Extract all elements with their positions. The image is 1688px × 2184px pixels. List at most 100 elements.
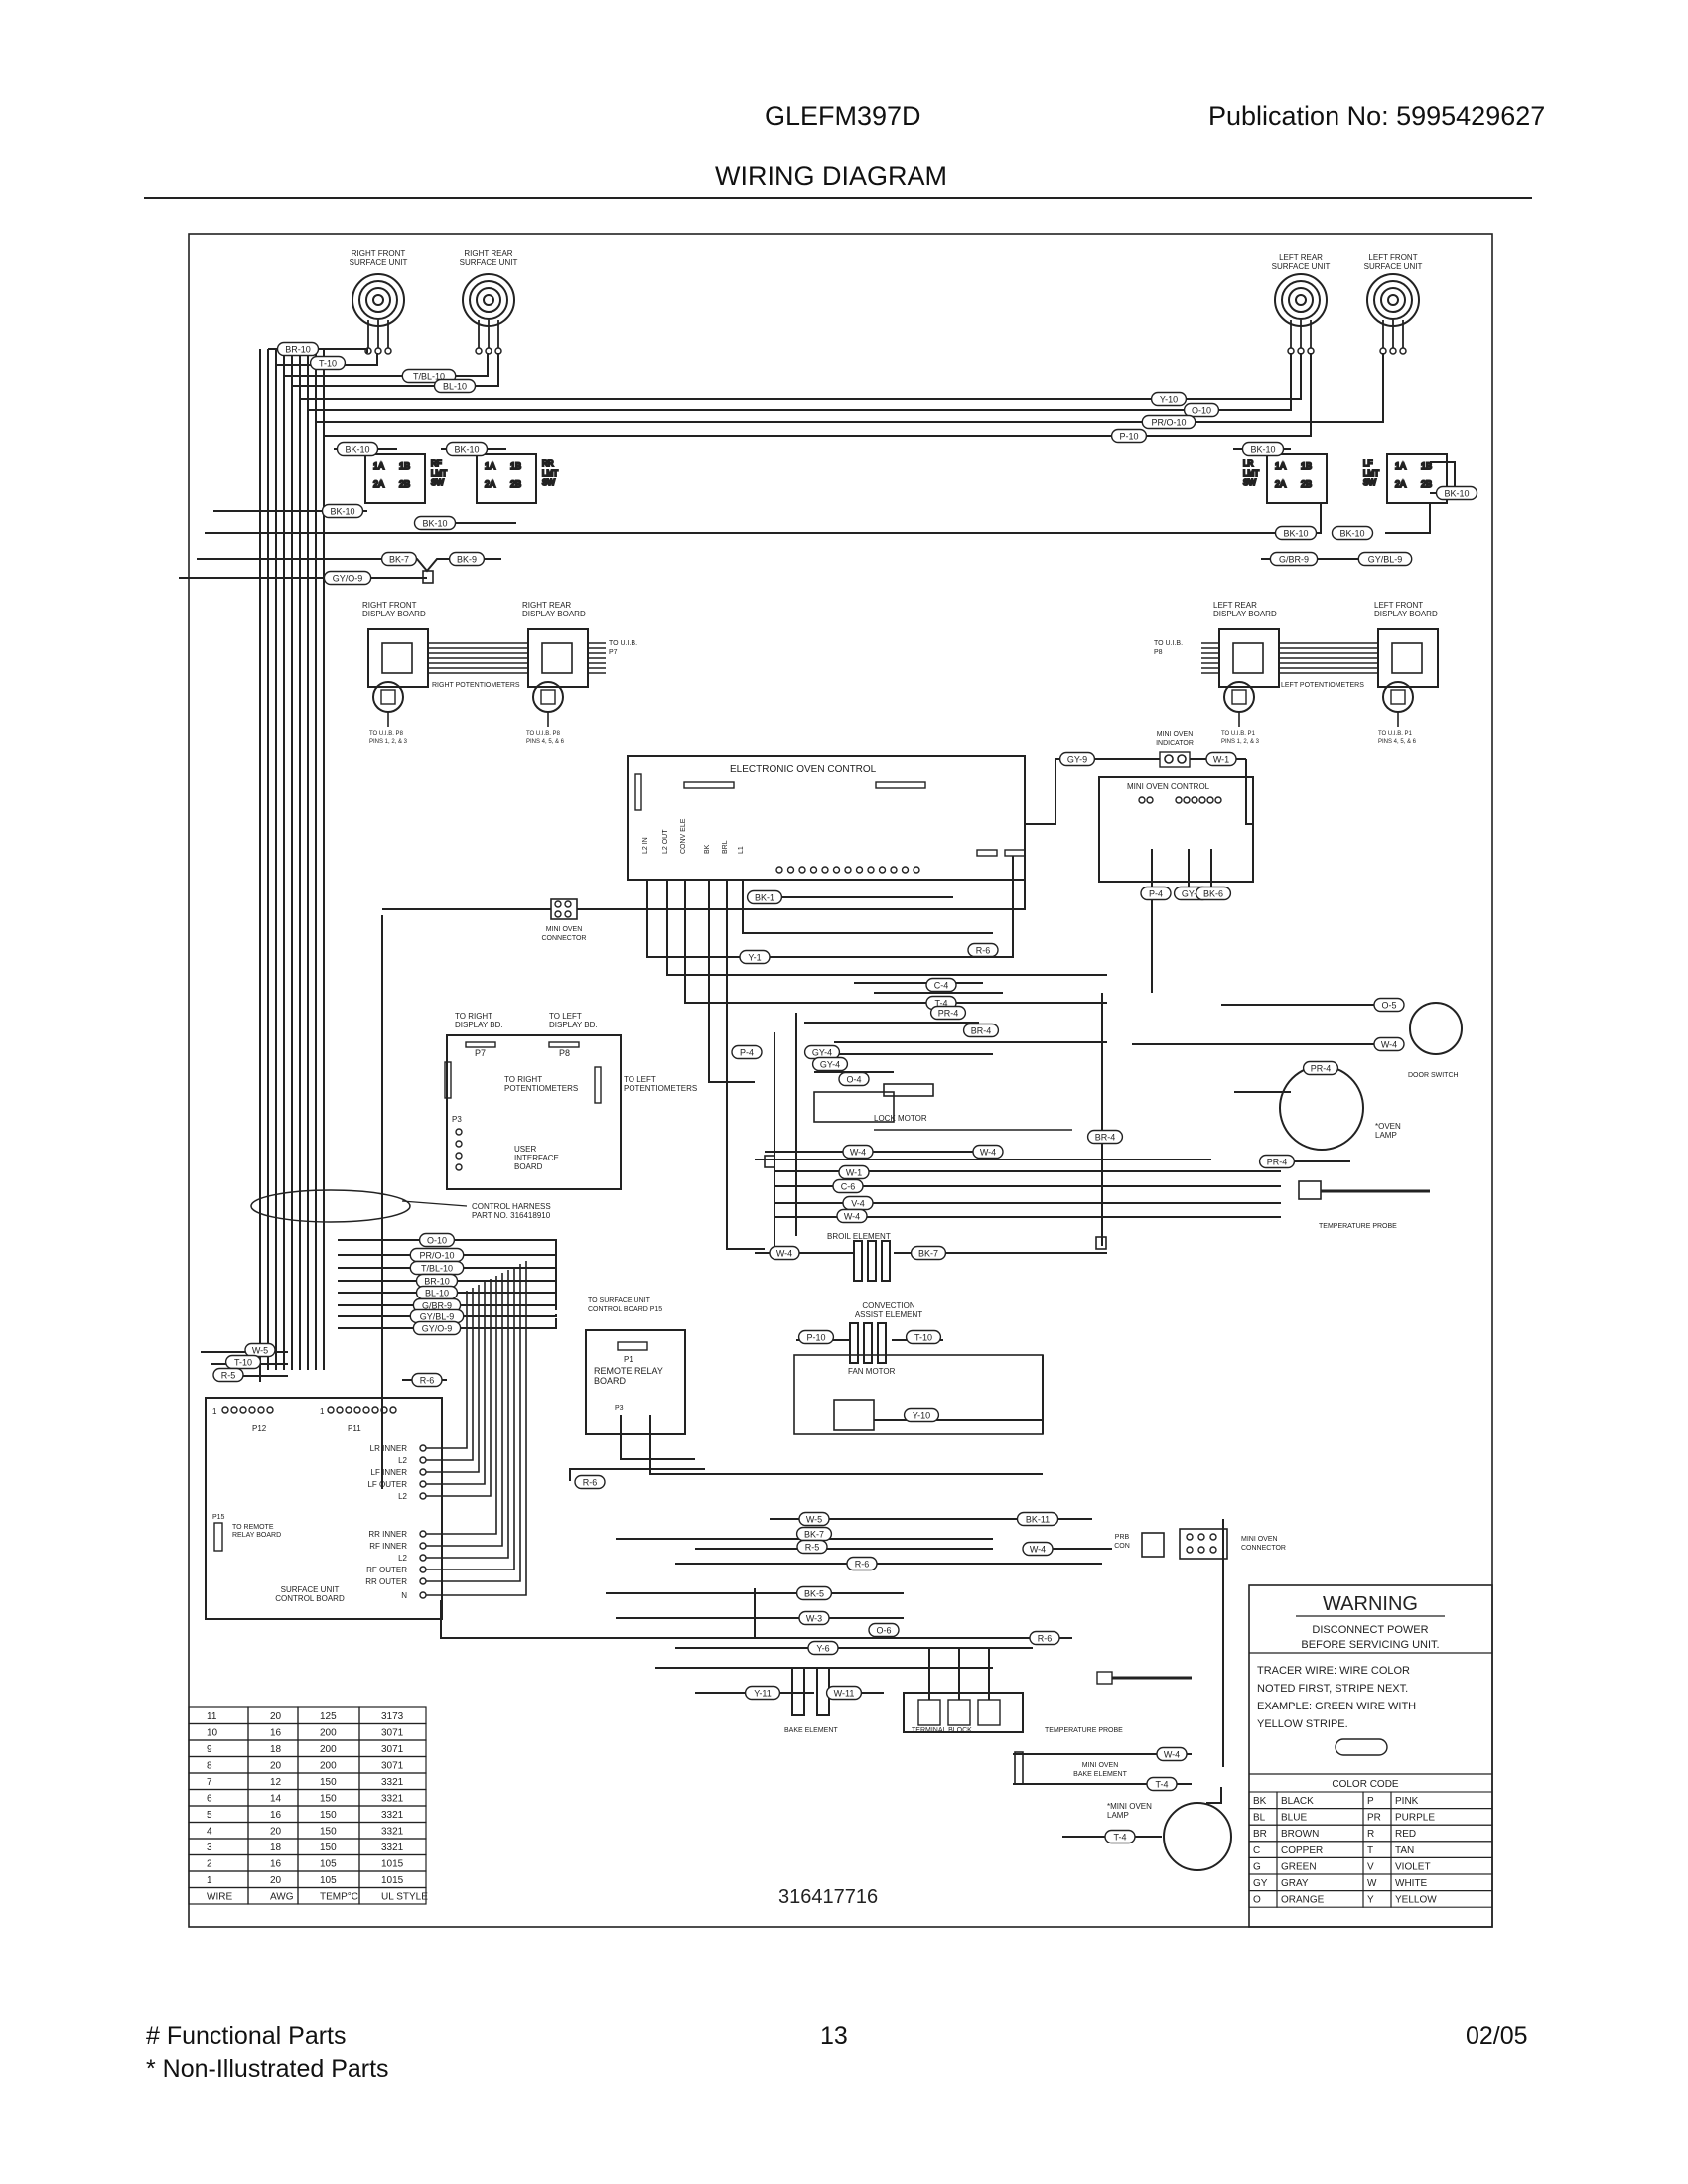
switch-body	[364, 453, 426, 504]
convection-element-label: ASSIST ELEMENT	[855, 1310, 922, 1319]
oven-lamp	[1279, 1065, 1364, 1151]
ul-table-value: 4	[207, 1827, 212, 1838]
connector-pin	[455, 1152, 463, 1160]
eoc-pin-label: BK	[704, 844, 711, 854]
ul-table-value: 18	[270, 1744, 282, 1755]
wire	[284, 353, 489, 377]
ul-table-cell	[188, 1821, 249, 1840]
wire-tag: O-6	[876, 1626, 891, 1636]
coil-terminal	[384, 347, 392, 355]
board-wire	[426, 1276, 497, 1535]
switch-label: LR	[1243, 459, 1253, 468]
uib-connector-label: P7	[475, 1048, 486, 1058]
wire-tag: R-5	[805, 1543, 820, 1553]
connector-pin	[239, 1406, 247, 1414]
wire-tag: BR-10	[285, 345, 311, 355]
connector-label: TO U.I.B. P1	[1378, 731, 1413, 737]
display-window	[381, 642, 413, 674]
pot-shaft	[380, 689, 396, 705]
color-code-entry: GY	[1253, 1878, 1268, 1889]
user-interface-board	[446, 1034, 622, 1190]
wire-tag-border	[336, 441, 379, 457]
broil-element	[853, 1240, 891, 1282]
board-wire	[426, 1285, 480, 1473]
ul-table-value: 16	[270, 1728, 282, 1739]
board-terminal	[419, 1591, 427, 1599]
display-board-label: RIGHT FRONT	[362, 601, 417, 610]
connector-pin	[362, 1406, 370, 1414]
color-code-entry: V	[1367, 1861, 1374, 1872]
warning-title: WARNING	[1323, 1593, 1418, 1615]
switch-label: RF	[431, 459, 442, 468]
color-code-entry: P	[1367, 1796, 1374, 1807]
electronic-oven-control	[627, 755, 1026, 881]
wire-tag-border	[825, 1685, 863, 1701]
left-front-display-board	[1377, 628, 1439, 688]
tracer-note: EXAMPLE: GREEN WIRE WITH	[1257, 1701, 1416, 1712]
wire-tag: T-10	[319, 359, 337, 369]
mini-oven-control-pin	[1214, 796, 1222, 804]
wire-tag-border	[1205, 751, 1237, 767]
ul-table-value: 3071	[381, 1761, 404, 1772]
board-wire	[426, 1267, 515, 1570]
wire-tag: GY-4	[812, 1048, 832, 1058]
right-rear-potentiometer	[532, 681, 564, 727]
coil-ring	[1387, 294, 1399, 306]
color-code-entry: WHITE	[1395, 1878, 1428, 1889]
connector-pin	[221, 1406, 229, 1414]
splice	[764, 1155, 775, 1168]
mini-oven-control-label: MINI OVEN CONTROL	[1127, 782, 1210, 791]
wire-tag: C-6	[841, 1182, 856, 1192]
uib-label: TO LEFT	[624, 1075, 656, 1084]
wire-tag: R-6	[976, 946, 991, 956]
remote-relay-label: BOARD	[594, 1376, 627, 1386]
wire-tag: T-10	[234, 1358, 252, 1368]
eoc-terminal	[890, 866, 898, 874]
wire-tag: BK-7	[389, 555, 409, 565]
surface-unit-label: SURFACE UNIT	[1364, 262, 1423, 271]
wire-tag: BK-9	[457, 555, 477, 565]
connector-label: PINS 4, 5, & 6	[1378, 739, 1417, 745]
wire-tag: G/BR-9	[1279, 555, 1309, 565]
board-terminal-label: LF OUTER	[367, 1480, 407, 1489]
color-code-entry: GREEN	[1281, 1861, 1317, 1872]
color-code-entry: COPPER	[1281, 1845, 1323, 1856]
wire-tag-border	[798, 1610, 830, 1626]
wire-tag: R-6	[1038, 1634, 1053, 1644]
temperature-probe-label: TEMPERATURE PROBE	[1045, 1727, 1123, 1734]
wire-tag: GY-9	[1067, 755, 1087, 765]
fan-motor	[833, 1399, 875, 1431]
wire-tag-border	[731, 1044, 763, 1060]
ul-table-value: 8	[207, 1761, 212, 1772]
wire-tag-border	[1104, 1829, 1136, 1844]
ul-table-value: 18	[270, 1843, 282, 1853]
eoc-terminal	[832, 866, 841, 874]
color-code-entry: BROWN	[1281, 1829, 1319, 1840]
wire	[324, 353, 1312, 437]
connector-label: PINS 1, 2, & 3	[1221, 739, 1260, 745]
wire-tag: BK-11	[1026, 1515, 1050, 1525]
leader-line	[401, 1200, 468, 1207]
ul-table-value: 6	[207, 1794, 212, 1805]
wire-tag-border	[811, 1056, 849, 1072]
board-pin-number: 1	[212, 1407, 217, 1416]
board-terminal-label: RR INNER	[368, 1530, 407, 1539]
color-code-cell	[1390, 1890, 1493, 1908]
wire-tag-border	[797, 1329, 835, 1345]
coil-ring	[483, 294, 494, 306]
lock-motor-label: LOCK MOTOR	[874, 1114, 927, 1123]
wire-tag-border	[1195, 886, 1232, 901]
connector-pin	[230, 1406, 238, 1414]
uib-label: DISPLAY BD.	[455, 1021, 503, 1029]
tracer-note: NOTED FIRST, STRIPE NEXT.	[1257, 1683, 1408, 1695]
wire-tag: V-4	[851, 1199, 865, 1209]
switch-pin-label: 2A	[1395, 479, 1406, 489]
display-window	[1232, 642, 1264, 674]
wire-tag: Y-11	[754, 1689, 772, 1699]
uib-label: POTENTIOMETERS	[504, 1084, 578, 1093]
color-code-entry: RED	[1395, 1829, 1416, 1840]
switch-label: LMT	[1243, 469, 1259, 478]
connector-pin	[1197, 1546, 1205, 1554]
switch-label: SW	[1243, 478, 1256, 487]
remote-relay-connector-label: P3	[615, 1405, 624, 1412]
